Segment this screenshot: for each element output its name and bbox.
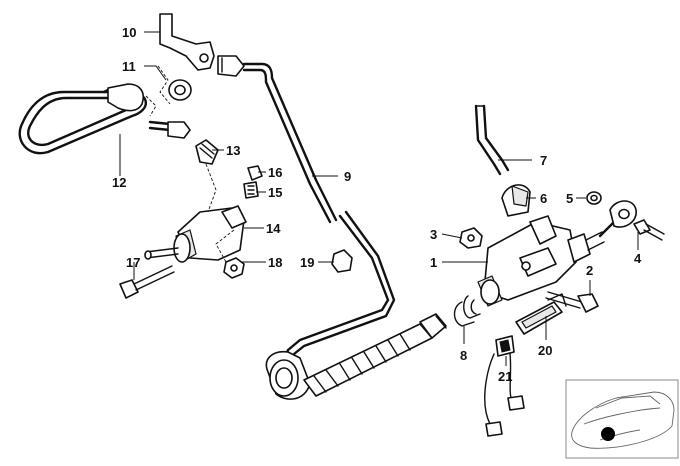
callout-9: 9 [344,169,351,184]
part-bracket [159,13,215,71]
part-slave-cylinder [144,205,247,263]
callout-5: 5 [566,191,573,206]
part-hose-loop [18,83,191,155]
callout-8: 8 [460,348,467,363]
callout-21: 21 [498,369,512,384]
callout-4: 4 [634,251,642,266]
car-location-inset-icon [565,379,679,459]
callout-6: 6 [540,191,547,206]
callout-13: 13 [226,143,240,158]
callout-3: 3 [430,227,437,242]
callout-11: 11 [122,59,136,74]
callout-15: 15 [268,185,282,200]
part-bolt-2 [545,291,599,313]
callout-16: 16 [268,165,282,180]
callout-20: 20 [538,343,552,358]
part-clutch-pipe [217,55,447,400]
callout-19: 19 [300,255,314,270]
part-reservoir-cap [501,184,531,217]
part-nut-18 [223,257,245,279]
part-master-cylinder [477,200,637,307]
part-bleed-screw [195,139,219,165]
callout-7: 7 [540,153,547,168]
part-reservoir-hose [474,104,510,176]
part-bolt-17 [119,265,175,299]
callout-17: 17 [126,255,140,270]
part-circlip [453,295,481,327]
part-grommet [331,249,353,273]
part-cap [247,165,263,181]
callout-12: 12 [112,175,126,190]
callout-14: 14 [266,221,281,236]
callout-1: 1 [430,255,437,270]
part-nut-3 [459,227,483,249]
part-ring-5 [586,191,602,205]
part-switch [515,293,567,335]
callout-2: 2 [586,263,593,278]
part-pin-4 [633,219,665,241]
callout-10: 10 [122,25,136,40]
part-nipple [243,181,259,199]
part-sensor-cable [484,335,525,437]
callout-labels: 10 11 12 13 16 15 14 17 18 19 9 7 6 5 3 … [112,25,642,384]
callout-18: 18 [268,255,282,270]
part-ring [168,79,192,101]
leader-lines [119,31,639,366]
